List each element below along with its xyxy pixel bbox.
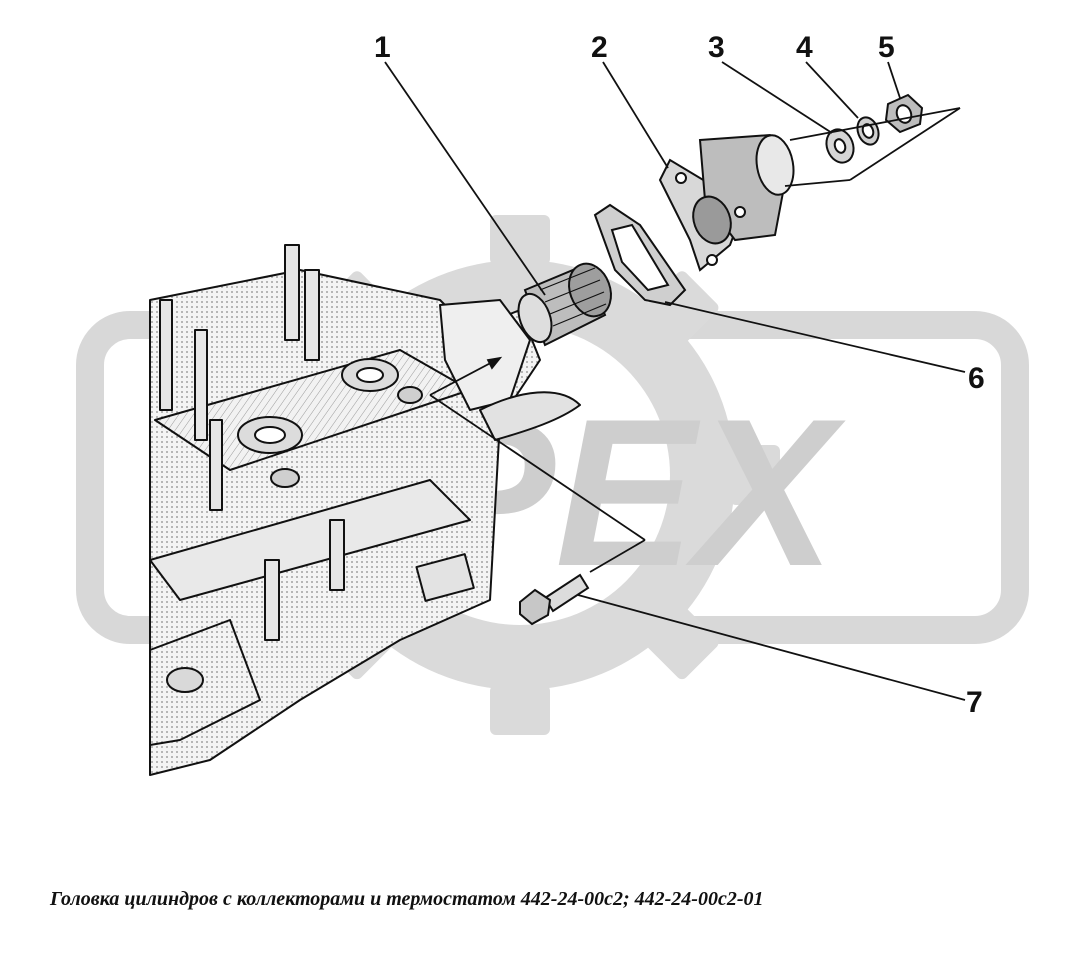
callout-3: 3 xyxy=(708,31,725,64)
callout-5: 5 xyxy=(878,31,895,64)
cylinder-head-block xyxy=(149,244,581,776)
part-thermostat xyxy=(517,262,612,347)
callout-labels: 1 2 3 4 5 6 7 xyxy=(374,31,985,719)
callout-1: 1 xyxy=(374,31,391,64)
callout-4: 4 xyxy=(796,31,813,64)
leader-lines xyxy=(384,61,966,701)
part-gasket xyxy=(593,203,687,307)
callout-2: 2 xyxy=(591,31,608,64)
callout-7: 7 xyxy=(966,686,983,719)
part-nut xyxy=(884,93,924,134)
part-thermostat-housing xyxy=(658,133,795,272)
part-washer-3 xyxy=(825,128,855,164)
assembly-axis-lines xyxy=(429,107,961,573)
figure-caption: Головка цилиндров с коллекторами и термо… xyxy=(50,888,764,910)
part-bolt xyxy=(519,573,590,626)
part-washer-4 xyxy=(856,116,880,146)
callout-6: 6 xyxy=(968,362,985,395)
